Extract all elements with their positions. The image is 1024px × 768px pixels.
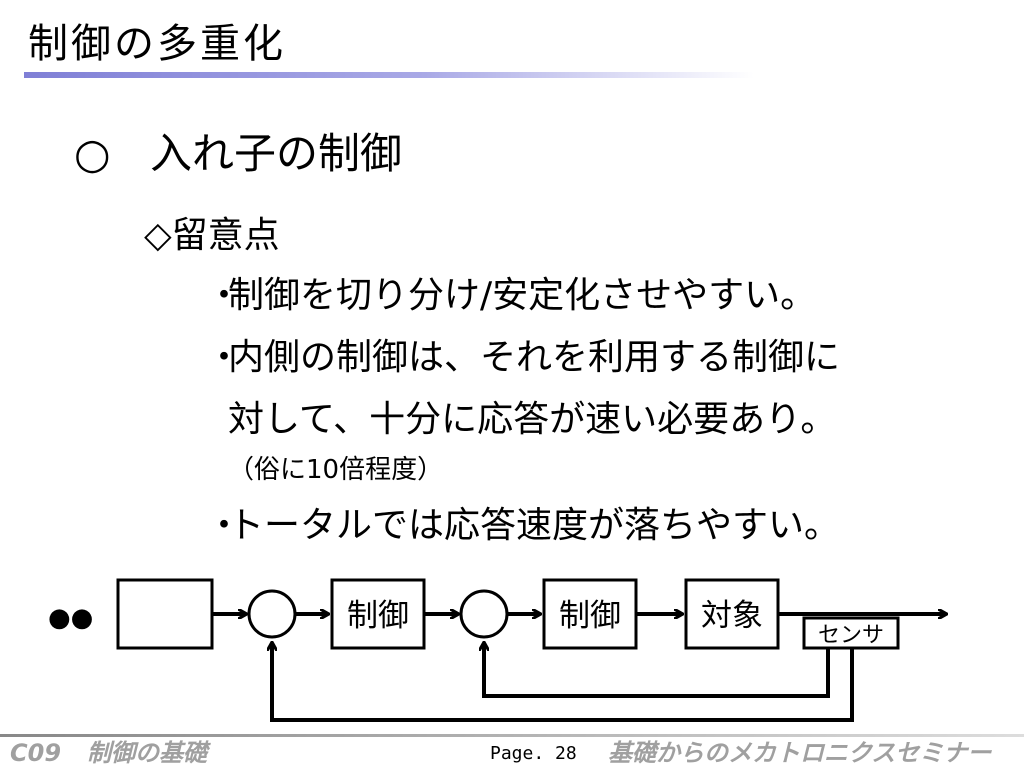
note-text: （俗に10倍程度） [228, 455, 444, 485]
heading-text: 入れ子の制御 [150, 129, 403, 178]
inner-controller-block [542, 578, 638, 650]
inner-summing-junction [459, 589, 509, 639]
inner-controller-label: 制御 [559, 598, 621, 634]
page-number: Page. 28 [490, 743, 577, 764]
outer-summing-junction [247, 589, 297, 639]
bullet-text: トータルでは応答速度が落ちやすい。 [228, 505, 841, 546]
footer-seminar-title: 基礎からのメカトロニクスセミナー [608, 739, 992, 767]
plant-label: 対象 [701, 598, 763, 634]
bullet-text: 制御を切り分け/安定化させやすい。 [228, 275, 817, 316]
blank-block [116, 578, 214, 650]
subheading: ◇留意点 [144, 215, 280, 256]
footer-code: C09 [10, 739, 62, 767]
ellipsis-dots: ●● [48, 603, 93, 633]
heading: ○ 入れ子の制御 [74, 126, 402, 182]
inner-feedback-path [484, 643, 830, 698]
bullet-item: ・制御を切り分け/安定化させやすい。 [206, 272, 816, 320]
outer-feedback-path [272, 643, 854, 722]
footer-course: C09 制御の基礎 [10, 738, 207, 768]
bullet-text: 内側の制御は、それを利用する制御に [228, 337, 841, 378]
sensor-label: センサ [818, 623, 884, 648]
footer-chapter-title: 制御の基礎 [87, 739, 208, 767]
slide-title: 制御の多重化 [28, 21, 286, 67]
title-underline [24, 72, 754, 78]
bullet-item: ・トータルでは応答速度が落ちやすい。 [206, 502, 840, 550]
circle-marker-icon: ○ [74, 129, 111, 178]
bullet-item: ・内側の制御は、それを利用する制御に [206, 334, 840, 382]
outer-controller-block [330, 578, 426, 650]
outer-controller-label: 制御 [347, 598, 409, 634]
bullet-continuation: 対して、十分に応答が速い必要あり。 [228, 399, 837, 440]
footer-divider [0, 734, 1024, 737]
